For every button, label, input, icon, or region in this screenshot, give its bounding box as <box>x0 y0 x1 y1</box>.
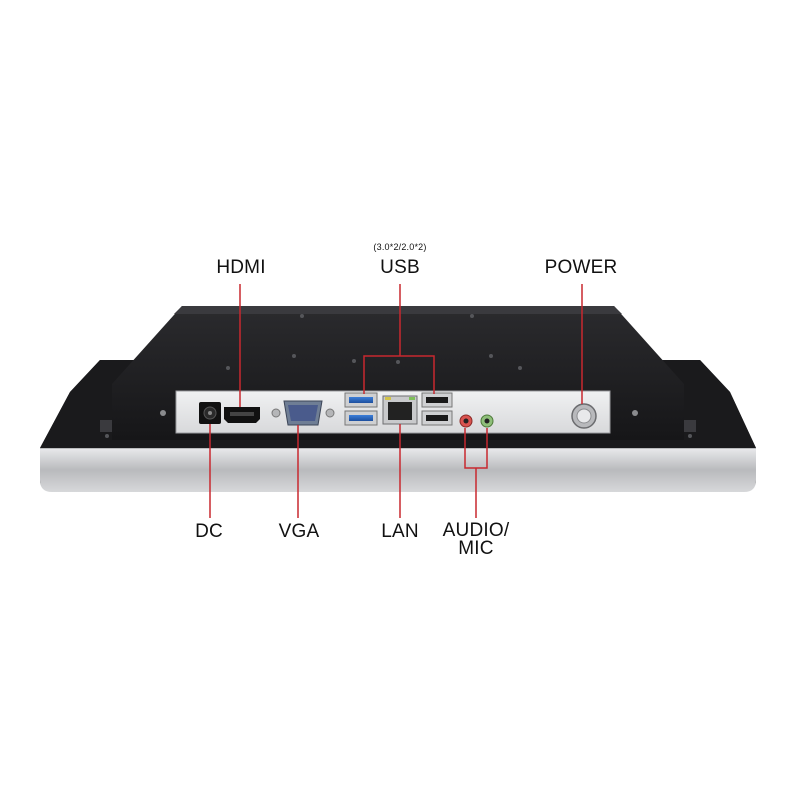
dc-jack <box>199 402 221 424</box>
label-audio-mic: AUDIO/ MIC <box>442 520 510 559</box>
callout-line-usb <box>363 355 435 394</box>
label-power: POWER <box>544 257 618 278</box>
label-dc: DC <box>195 521 223 542</box>
vga-port <box>271 400 335 426</box>
hdmi-port <box>224 407 260 423</box>
label-usb-spec: (3.0*2/2.0*2) <box>373 242 427 252</box>
label-mic: MIC <box>458 538 494 559</box>
label-audio: AUDIO/ <box>442 520 510 541</box>
label-vga: VGA <box>278 521 320 542</box>
audio-mic-jacks <box>459 414 494 428</box>
label-usb: USB <box>380 257 420 278</box>
power-button <box>571 403 597 429</box>
usb3-ports <box>344 392 378 426</box>
lan-port <box>382 395 418 425</box>
label-lan: LAN <box>381 521 419 542</box>
callout-lines <box>209 284 583 518</box>
usb2-ports <box>421 392 453 426</box>
label-hdmi: HDMI <box>216 257 266 278</box>
